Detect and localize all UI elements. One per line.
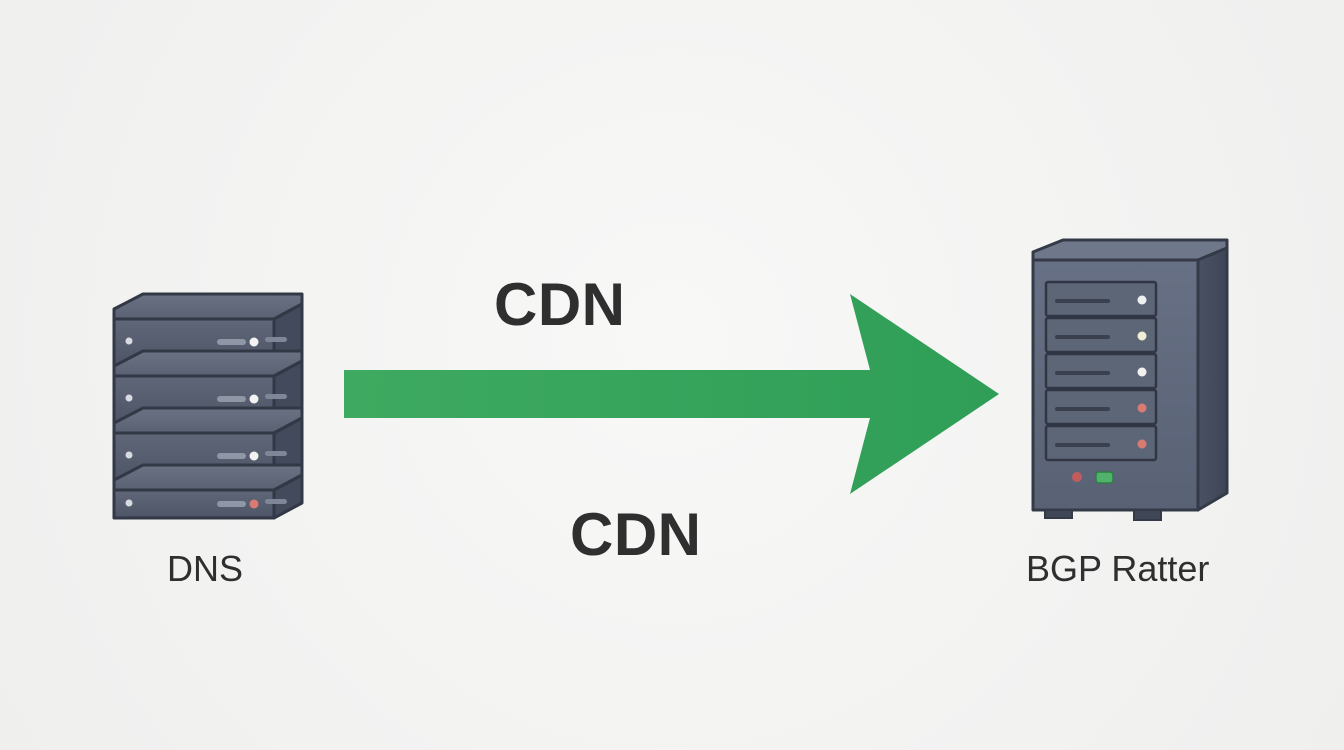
connection-label-bottom: CDN	[570, 501, 702, 568]
drive-bay	[1044, 352, 1158, 390]
left-node-label: DNS	[167, 548, 244, 589]
server-stack-icon	[112, 292, 304, 520]
arrow-right-icon	[344, 294, 999, 494]
drive-bay	[1044, 424, 1158, 462]
drive-bay	[1044, 280, 1158, 318]
server-slab	[112, 463, 304, 520]
power-led-red	[1072, 472, 1082, 482]
drive-bay	[1044, 316, 1158, 354]
connection-label-top: CDN	[494, 271, 626, 338]
power-led-green	[1095, 471, 1114, 484]
server-tower-icon	[1031, 238, 1229, 521]
right-node-label: BGP Ratter	[1026, 548, 1210, 589]
drive-bay	[1044, 388, 1158, 426]
